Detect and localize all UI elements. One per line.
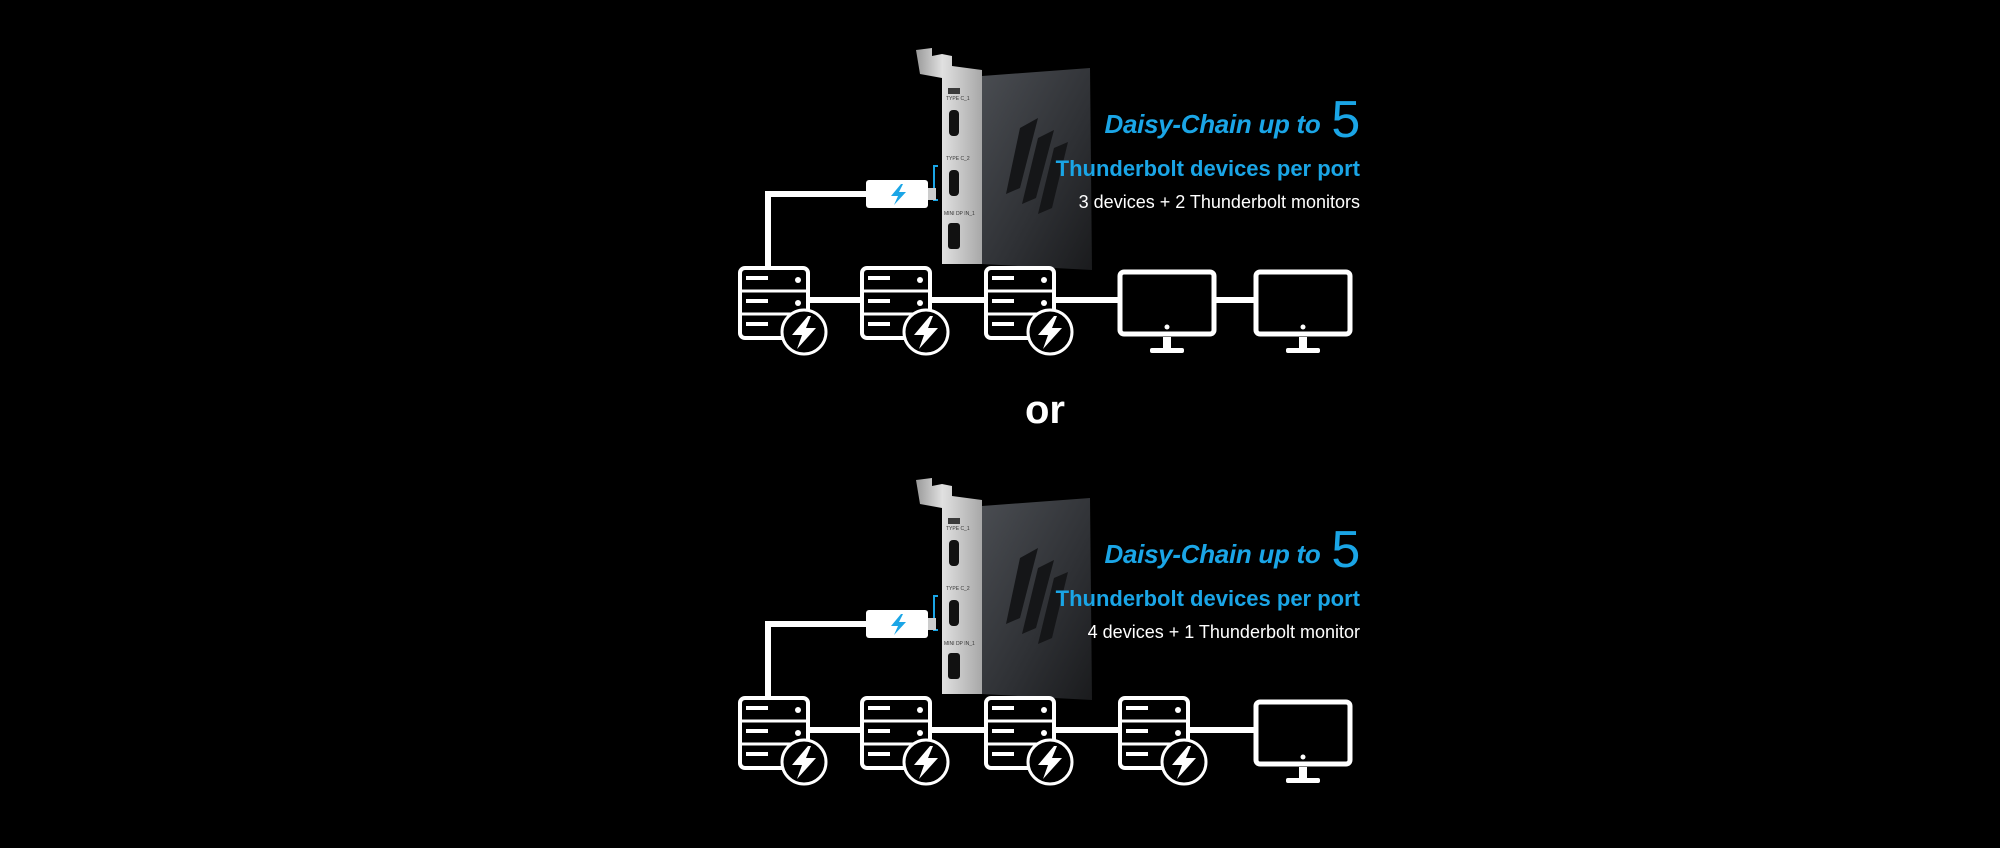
storage-server-icon [738,696,828,786]
or-separator: or [1025,388,1065,432]
port1-label: TYPE C_1 [946,96,970,102]
storage-server-icon [1118,696,1208,786]
thunderbolt-connector-icon [866,180,936,208]
port1-label: TYPE C_1 [946,526,970,532]
chain-graphic: TYPE C_1 TYPE C_2 MINI DP IN_1 [738,48,1353,356]
card-shroud [982,68,1092,270]
thunderbolt-logo-icon [1026,738,1074,786]
pcie-bracket [916,48,982,264]
cable [765,191,866,266]
port2-label: TYPE C_2 [946,586,970,592]
detail-text: 3 devices + 2 Thunderbolt monitors [1078,192,1360,212]
cable [765,621,866,696]
headline-number: 5 [1331,91,1360,149]
thunderbolt-logo-icon [902,308,950,356]
storage-server-icon [738,266,828,356]
thunderbolt-logo-icon [902,738,950,786]
headline-text: Daisy-Chain up to [1104,109,1321,139]
subhead: Thunderbolt devices per port [1055,156,1360,181]
port3-label: MINI DP IN_1 [944,641,975,647]
headline: Daisy-Chain up to 5 [1104,94,1361,146]
thunderbolt-logo-icon [780,308,828,356]
pcie-bracket [916,478,982,694]
config-top: TYPE C_1 TYPE C_2 MINI DP IN_1 [720,38,1360,418]
port2-label: TYPE C_2 [946,156,970,162]
config-bottom: TYPE C_1 TYPE C_2 MINI DP IN_1 [720,468,1360,848]
headline-text: Daisy-Chain up to [1104,539,1321,569]
thunderbolt-logo-icon [1026,308,1074,356]
storage-server-icon [860,266,950,356]
detail-text: 4 devices + 1 Thunderbolt monitor [1087,622,1360,642]
monitor-icon [1253,269,1353,353]
thunderbolt-logo-icon [1160,738,1208,786]
storage-server-icon [984,266,1074,356]
headline-number: 5 [1331,521,1360,579]
port3-label: MINI DP IN_1 [944,211,975,217]
storage-server-icon [984,696,1074,786]
thunderbolt-logo-icon [780,738,828,786]
subhead: Thunderbolt devices per port [1055,586,1360,611]
thunderbolt-connector-icon [866,610,936,638]
storage-server-icon [860,696,950,786]
chain-graphic: TYPE C_1 TYPE C_2 MINI DP IN_1 [738,478,1353,786]
monitor-icon [1117,269,1217,353]
headline: Daisy-Chain up to 5 [1104,524,1361,576]
card-shroud [982,498,1092,700]
monitor-icon [1253,699,1353,783]
